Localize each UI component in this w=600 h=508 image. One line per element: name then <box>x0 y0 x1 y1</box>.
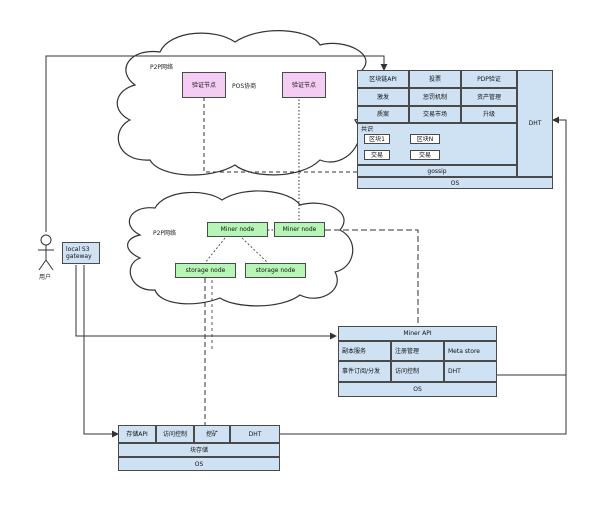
storage-to-dht-arrow <box>280 116 567 435</box>
miner-node-left: Miner node <box>207 222 268 237</box>
chain-row3-cell1: 质案 <box>357 106 409 123</box>
miner-node-right: Miner node <box>274 222 325 237</box>
storage-node-right: storage node <box>245 263 306 278</box>
chain-row1-cell3: PDP验证 <box>461 70 517 88</box>
storage-row1-cell1: 存储API <box>118 425 156 443</box>
s3-gateway: local S3 gateway <box>62 242 100 264</box>
storage-node-left: storage node <box>175 263 236 278</box>
validator-node-left: 验证节点 <box>182 72 226 98</box>
storage-row1-cell4: DHT <box>230 425 280 443</box>
miner-row1-cell2: 注册管理 <box>391 341 444 361</box>
validator-node-right: 验证节点 <box>282 72 326 98</box>
miner-api: Miner API <box>338 326 497 341</box>
storage-os: OS <box>118 457 280 471</box>
miner-storage-link-1 <box>204 237 226 264</box>
miner-row2-cell3: DHT <box>444 361 497 382</box>
miner-node-to-api-dashed <box>325 229 419 325</box>
storage-row1-cell3: 挖矿 <box>194 425 230 443</box>
miner-row2-cell2: 访问控制 <box>391 361 444 382</box>
miner-row1-cell3: Meta store <box>444 341 497 361</box>
chain-os: OS <box>357 177 553 189</box>
miner-row1-cell1: 副本服务 <box>338 341 391 361</box>
validator-dashed-link <box>203 97 357 173</box>
gateway-line-2: gateway <box>66 253 92 260</box>
gossip-layer: gossip <box>357 165 517 177</box>
chain-row3-cell2: 交易市场 <box>409 106 461 123</box>
top-cloud <box>116 30 376 176</box>
chain-row2-cell1: 激发 <box>357 88 409 106</box>
middle-cloud <box>127 190 354 307</box>
tx-1: 交易 <box>364 150 390 160</box>
user-label: 用户 <box>39 274 52 281</box>
gateway-to-storage-arrow <box>83 265 119 438</box>
block-n: 区块N <box>410 134 440 144</box>
miner-os: OS <box>338 382 497 397</box>
chain-row2-cell3: 资产管理 <box>461 88 517 106</box>
chain-row1-cell1: 区块链API <box>357 70 409 88</box>
user-figure <box>38 234 54 271</box>
middle-cloud-label: P2P网络 <box>153 230 177 237</box>
storage-row1-cell2: 访问控制 <box>156 425 194 443</box>
chain-dht: DHT <box>517 70 553 177</box>
gateway-line-1: local S3 <box>66 246 90 253</box>
chain-row1-cell2: 投票 <box>409 70 461 88</box>
chain-row2-cell2: 惩罚机制 <box>409 88 461 106</box>
gateway-to-miner-arrow <box>75 265 337 340</box>
block-store: 块存储 <box>118 443 280 457</box>
block-1: 区块1 <box>364 134 390 144</box>
consensus-label: 共识 <box>361 126 374 133</box>
user-to-chain-arrow <box>45 55 388 232</box>
miner-row2-cell1: 事件订阅/分发 <box>338 361 391 382</box>
pos-protocol-label: POS协商 <box>232 81 257 90</box>
chain-row3-cell3: 升级 <box>461 106 517 123</box>
top-cloud-label: P2P网络 <box>150 64 174 71</box>
tx-n: 交易 <box>410 150 440 160</box>
